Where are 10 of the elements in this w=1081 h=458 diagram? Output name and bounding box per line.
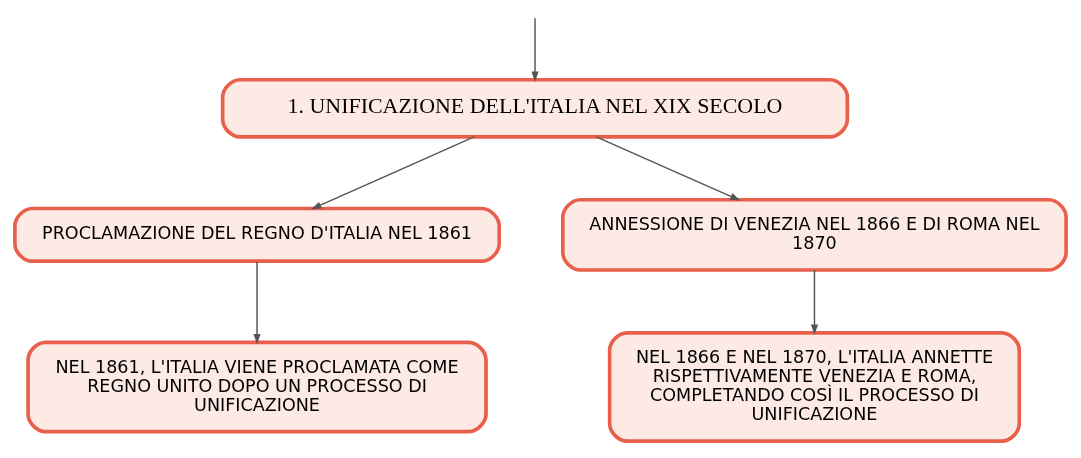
node-box: NEL 1861, L'ITALIA VIENE PROCLAMATA COME REGNO UNITO DOPO UN PROCESSO DI UNIFICAZIONE — [26, 340, 488, 434]
arrow — [810, 269, 819, 335]
node-box: PROCLAMAZIONE DEL REGNO D'ITALIA NEL 1861 — [13, 206, 501, 263]
arrow — [531, 17, 539, 82]
node-box: 1. UNIFICAZIONE DELL'ITALIA NEL XIX SECOLO — [220, 77, 850, 139]
arrow — [253, 260, 261, 345]
arrow — [595, 136, 741, 201]
node-box: ANNESSIONE DI VENEZIA NEL 1866 E DI ROMA NEL 1870 — [560, 197, 1068, 272]
arrow — [311, 136, 475, 210]
node-box: NEL 1866 E NEL 1870, L'ITALIA ANNETTE RISPETTIVAMENTE VENEZIA E ROMA, COMPLETANDO COSÌ IL PROCESSO DI UNIFICAZIONE — [607, 331, 1022, 443]
